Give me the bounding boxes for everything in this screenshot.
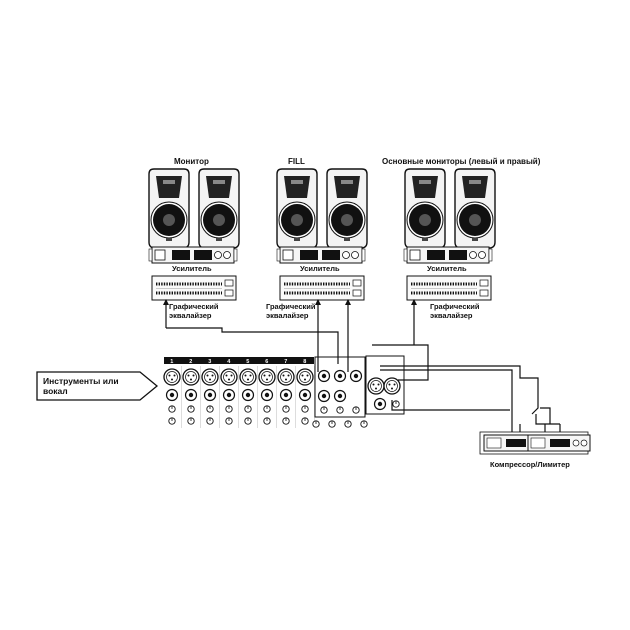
speaker-main-right (454, 168, 496, 249)
compressor-unit-2 (527, 434, 591, 452)
speaker-monitor-left (148, 168, 190, 249)
xlr-input-7 (277, 368, 295, 386)
speakers-monitor (148, 168, 240, 249)
amp-label-main: Усилитель (427, 264, 467, 273)
trim-knob-6 (263, 405, 271, 413)
speaker-main-left (404, 168, 446, 249)
aux-knob-2 (336, 406, 344, 414)
mixer: 1 2 3 4 5 6 7 8 (163, 355, 405, 428)
aux-return-2 (333, 389, 347, 403)
phones-out (373, 397, 387, 411)
main-out-left (367, 377, 385, 395)
aux-knob-1 (320, 406, 328, 414)
channel-number: 8 (303, 359, 306, 365)
aux-send-2 (333, 369, 347, 383)
master-knob-2 (360, 420, 368, 428)
graphic-eq-main (405, 274, 493, 302)
jack-input-3 (203, 388, 217, 402)
eq-label-monitor-l2: эквалайзер (169, 311, 212, 320)
xlr-input-6 (258, 368, 276, 386)
jack-input-1 (165, 388, 179, 402)
gain-knob-8 (301, 417, 309, 425)
xlr-input-2 (182, 368, 200, 386)
jack-input-5 (241, 388, 255, 402)
amplifier-monitor (148, 246, 238, 264)
jack-input-7 (279, 388, 293, 402)
graphic-eq-monitor (150, 274, 238, 302)
channel-number: 6 (265, 359, 268, 365)
gain-knob-5 (244, 417, 252, 425)
eq-label-fill-l1: Графический (266, 302, 316, 311)
xlr-input-4 (220, 368, 238, 386)
channel-number: 2 (189, 359, 192, 365)
eq-label-main-l1: Графический (430, 302, 480, 311)
jack-input-4 (222, 388, 236, 402)
channel-numbers: 1 2 3 4 5 6 7 8 (170, 359, 306, 365)
trim-knob-8 (301, 405, 309, 413)
trim-knob-1 (168, 405, 176, 413)
aux-send-3 (349, 369, 363, 383)
group-label-main: Основные мониторы (левый и правый) (382, 157, 541, 166)
aux-knob-3 (352, 406, 360, 414)
speakers-main (404, 168, 496, 249)
speaker-monitor-right (198, 168, 240, 249)
jack-input-8 (298, 388, 312, 402)
speaker-fill-left (276, 168, 318, 249)
gain-knob-6 (263, 417, 271, 425)
eq-label-main-l2: эквалайзер (430, 311, 473, 320)
amplifier-main (403, 246, 493, 264)
channel-number: 5 (246, 359, 249, 365)
aux-knob-4 (312, 420, 320, 428)
compressor-label: Компрессор/Лимитер (490, 460, 570, 469)
speakers-fill (276, 168, 368, 249)
trim-knob-2 (187, 405, 195, 413)
amp-label-monitor: Усилитель (172, 264, 212, 273)
trim-knob-4 (225, 405, 233, 413)
master-knob (392, 400, 400, 408)
channel-number: 1 (170, 359, 173, 365)
trim-knob-5 (244, 405, 252, 413)
aux-knob-6 (344, 420, 352, 428)
eq-label-fill-l2: эквалайзер (266, 311, 309, 320)
gain-knob-3 (206, 417, 214, 425)
aux-send-1 (317, 369, 331, 383)
jack-input-2 (184, 388, 198, 402)
xlr-input-8 (296, 368, 314, 386)
input-label-line1: Инструменты или (43, 376, 119, 386)
amp-label-fill: Усилитель (300, 264, 340, 273)
graphic-eq-fill (278, 274, 366, 302)
gain-knob-2 (187, 417, 195, 425)
gain-knob-1 (168, 417, 176, 425)
gain-knob-7 (282, 417, 290, 425)
group-label-fill: FILL (288, 157, 305, 166)
amplifier-fill (276, 246, 366, 264)
channel-number: 3 (208, 359, 211, 365)
aux-knob-5 (328, 420, 336, 428)
gain-knob-4 (225, 417, 233, 425)
input-label-line2: вокал (43, 386, 68, 396)
xlr-input-3 (201, 368, 219, 386)
signal-wires (163, 299, 561, 432)
speaker-fill-right (326, 168, 368, 249)
input-arrow: Инструменты или вокал (36, 371, 159, 401)
trim-knob-3 (206, 405, 214, 413)
aux-return-1 (317, 389, 331, 403)
trim-knob-7 (282, 405, 290, 413)
channel-number: 4 (227, 359, 231, 365)
channel-number: 7 (284, 359, 287, 365)
main-out-right (383, 377, 401, 395)
group-label-monitor: Монитор (174, 157, 209, 166)
xlr-input-5 (239, 368, 257, 386)
jack-input-6 (260, 388, 274, 402)
eq-label-monitor-l1: Графический (169, 302, 219, 311)
xlr-input-1 (163, 368, 181, 386)
